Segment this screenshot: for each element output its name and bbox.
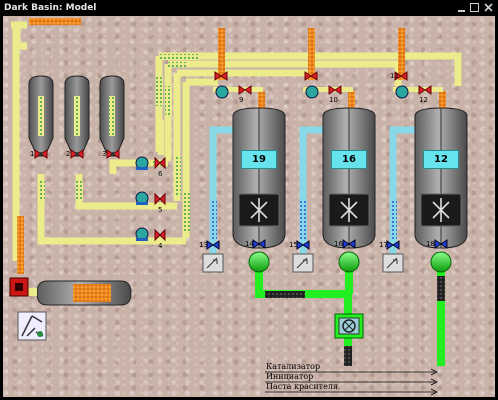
valve-label: 11 (390, 72, 399, 80)
pump-feed-4[interactable] (135, 227, 149, 241)
valve-bottom-17[interactable] (386, 240, 400, 250)
legend-catalyst: Катализатор (266, 362, 321, 371)
pump-box-1[interactable] (202, 253, 224, 273)
valve-label: 17 (379, 241, 388, 249)
valve-label: 6 (158, 170, 163, 178)
valve-label: 2 (66, 150, 71, 158)
valve-top-9[interactable] (238, 85, 252, 95)
red-switch[interactable] (9, 277, 29, 297)
valve-label: 5 (158, 206, 163, 214)
reactor-tank-2 (322, 107, 376, 249)
fan-unit[interactable] (334, 313, 364, 339)
valve-top-10[interactable] (328, 85, 342, 95)
valve-label: 3 (102, 150, 107, 158)
silo-3 (99, 75, 125, 157)
window-title: Dark Basin: Model (4, 3, 97, 13)
valve-bottom-13[interactable] (206, 240, 220, 250)
pump-box-3[interactable] (382, 253, 404, 273)
valve-feed-4[interactable] (154, 228, 166, 242)
pump-ball-3[interactable] (430, 251, 452, 273)
legend-arrows (265, 368, 438, 396)
valve-bottom-15[interactable] (296, 240, 310, 250)
valve-label: 15 (289, 241, 298, 249)
valve-bottom-18[interactable] (434, 239, 448, 249)
storage-tank (36, 280, 132, 306)
reactor-tank-1 (232, 107, 286, 249)
pump-box-2[interactable] (292, 253, 314, 273)
valve-feed-silo1[interactable] (34, 149, 48, 159)
valve-top-12[interactable] (418, 85, 432, 95)
legend-paste: Паста красителя (266, 382, 338, 391)
pump-feed-5[interactable] (135, 191, 149, 205)
valve-label: 12 (419, 96, 428, 104)
silo-2 (64, 75, 90, 157)
silo-1 (28, 75, 54, 157)
valve-label: 18 (426, 240, 435, 248)
orange-pipe (29, 18, 81, 25)
pump-ball-1[interactable] (248, 251, 270, 273)
valve-label: 14 (245, 240, 254, 248)
process-canvas: 1 2 3 4 5 6 9 10 11 12 13 14 15 16 17 18… (3, 16, 495, 397)
valve-feed-silo3[interactable] (106, 149, 120, 159)
title-bar: Dark Basin: Model (0, 0, 498, 16)
pump-top-c[interactable] (395, 85, 409, 99)
minimize-icon[interactable] (456, 2, 467, 13)
tank-2-level-display: 16 (331, 150, 367, 169)
valve-top-b[interactable] (304, 71, 318, 81)
tank-3-level-display: 12 (423, 150, 459, 169)
oil-derrick-icon[interactable] (17, 311, 47, 341)
valve-top-c[interactable] (394, 71, 408, 81)
pump-feed-6[interactable] (135, 156, 149, 170)
pump-top-b[interactable] (305, 85, 319, 99)
valve-label: 10 (329, 96, 338, 104)
process-diagram (9, 18, 468, 396)
valve-bottom-16[interactable] (342, 239, 356, 249)
tank-1-level-display: 19 (241, 150, 277, 169)
legend-initiator: Инициатор (266, 372, 314, 381)
valve-label: 4 (158, 242, 163, 250)
reactor-tank-3 (414, 107, 468, 249)
valve-feed-6[interactable] (154, 156, 166, 170)
valve-label: 9 (239, 96, 244, 104)
valve-feed-5[interactable] (154, 192, 166, 206)
yellow-pipe (109, 159, 168, 174)
orange-pipe (17, 216, 24, 274)
valve-label: 16 (334, 240, 343, 248)
valve-label: 13 (199, 241, 208, 249)
maximize-icon[interactable] (469, 2, 480, 13)
pump-ball-2[interactable] (338, 251, 360, 273)
close-icon[interactable] (483, 2, 494, 13)
mixer-icon (250, 198, 450, 222)
pump-top-a[interactable] (215, 85, 229, 99)
valve-top-a[interactable] (214, 71, 228, 81)
valve-bottom-14[interactable] (252, 239, 266, 249)
valve-feed-silo2[interactable] (70, 149, 84, 159)
valve-label: 1 (30, 150, 35, 158)
